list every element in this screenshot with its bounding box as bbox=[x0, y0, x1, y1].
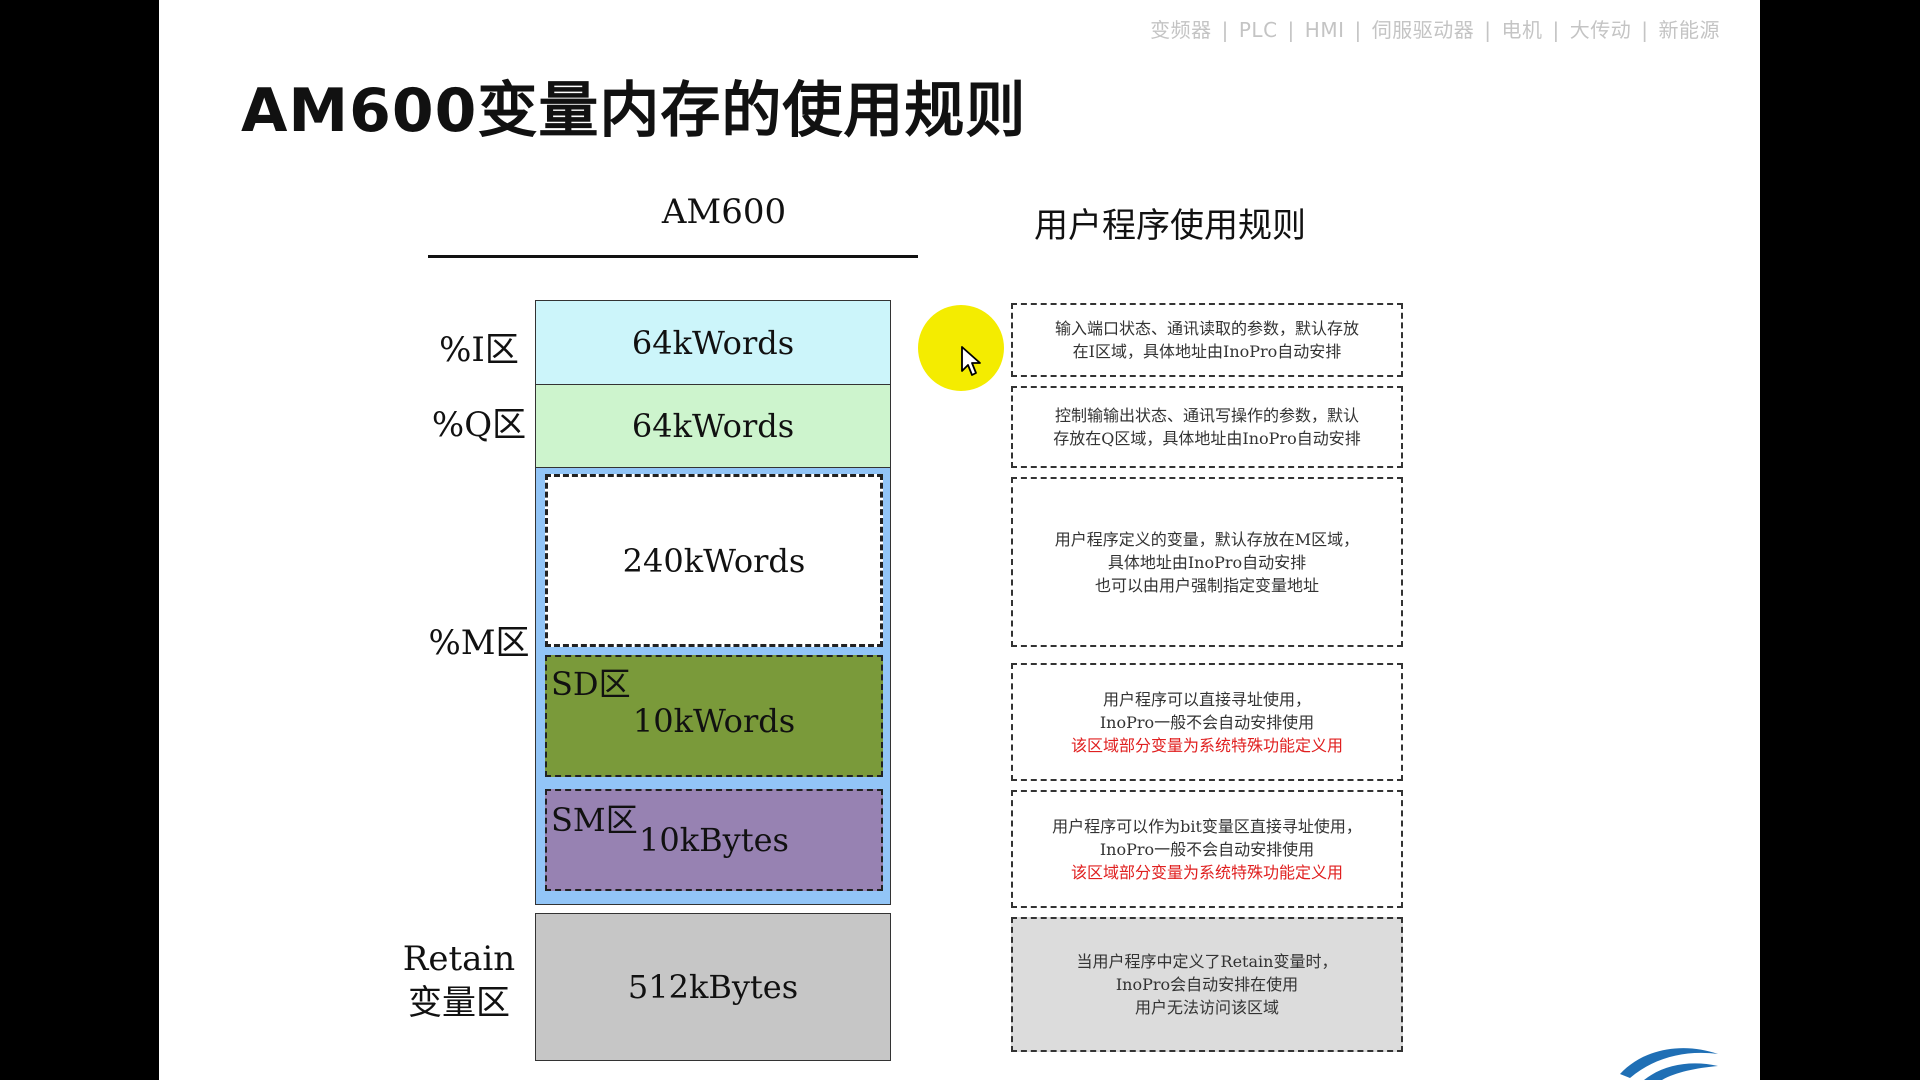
note-sm-line2: InoPro一般不会自动安排使用 bbox=[1099, 839, 1315, 859]
note-q: 控制输输出状态、通讯写操作的参数，默认 存放在Q区域，具体地址由InoPro自动… bbox=[1011, 386, 1403, 468]
zone-i-box: 64kWords bbox=[535, 300, 891, 386]
nav-separator: | bbox=[1221, 18, 1229, 42]
page-title: AM600变量内存的使用规则 bbox=[241, 76, 1027, 146]
zone-m-box: 240kWords bbox=[545, 474, 883, 647]
zone-retain-size: 512kBytes bbox=[627, 968, 799, 1006]
note-sm-line1: 用户程序可以作为bit变量区直接寻址使用， bbox=[1052, 816, 1362, 836]
note-i-line1: 输入端口状态、通讯读取的参数，默认存放 bbox=[1054, 319, 1359, 338]
nav-item-plc[interactable]: PLC bbox=[1238, 18, 1278, 42]
note-sd-line2: InoPro一般不会自动安排使用 bbox=[1099, 712, 1315, 732]
zone-sm-size: 10kBytes bbox=[639, 821, 789, 859]
note-m-line2: 具体地址由InoPro自动安排 bbox=[1107, 552, 1307, 572]
column-header-am600: AM600 bbox=[661, 192, 787, 232]
note-q-line1: 控制输输出状态、通讯写操作的参数，默认 bbox=[1054, 406, 1359, 425]
column-header-rules: 用户程序使用规则 bbox=[1034, 206, 1306, 246]
note-i-line2: 在I区域，具体地址由InoPro自动安排 bbox=[1072, 342, 1342, 361]
note-m-line3: 也可以由用户强制指定变量地址 bbox=[1094, 575, 1319, 595]
note-q-line2: 存放在Q区域，具体地址由InoPro自动安排 bbox=[1053, 429, 1361, 448]
note-retain-line3: 用户无法访问该区域 bbox=[1134, 998, 1279, 1017]
retain-label-line2: 变量区 bbox=[408, 983, 510, 1023]
zone-sd-size: 10kWords bbox=[632, 702, 796, 740]
zone-m-size: 240kWords bbox=[622, 541, 806, 580]
note-sm-line3-warning: 该区域部分变量为系统特殊功能定义用 bbox=[1070, 862, 1343, 882]
zone-sm-label: SM区 bbox=[551, 801, 638, 839]
note-m: 用户程序定义的变量，默认存放在M区域， 具体地址由InoPro自动安排 也可以由… bbox=[1011, 477, 1403, 647]
zone-sm-box: SM区 10kBytes bbox=[545, 789, 883, 891]
mouse-pointer-icon bbox=[961, 346, 981, 376]
note-sd-line1: 用户程序可以直接寻址使用， bbox=[1102, 689, 1311, 709]
nav-separator: | bbox=[1552, 18, 1560, 42]
note-retain-line2: InoPro会自动安排在使用 bbox=[1115, 975, 1299, 994]
zone-label-retain: Retain 变量区 bbox=[379, 937, 539, 1025]
header-underline bbox=[428, 255, 918, 258]
nav-separator: | bbox=[1287, 18, 1295, 42]
zone-label-m: %M区 bbox=[428, 623, 530, 663]
note-retain: 当用户程序中定义了Retain变量时， InoPro会自动安排在使用 用户无法访… bbox=[1011, 917, 1403, 1052]
zone-retain-box: 512kBytes bbox=[535, 913, 891, 1061]
note-retain-line1: 当用户程序中定义了Retain变量时， bbox=[1076, 952, 1338, 971]
nav-item-large-drive[interactable]: 大传动 bbox=[1569, 18, 1632, 42]
nav-item-servo[interactable]: 伺服驱动器 bbox=[1371, 18, 1475, 42]
cursor-highlight bbox=[918, 305, 1004, 391]
zone-sd-label: SD区 bbox=[551, 665, 631, 703]
nav-separator: | bbox=[1484, 18, 1492, 42]
zone-label-i: %I区 bbox=[439, 330, 519, 370]
company-logo-icon bbox=[1620, 1048, 1718, 1080]
zone-label-q: %Q区 bbox=[431, 405, 527, 445]
nav-separator: | bbox=[1641, 18, 1649, 42]
nav-separator: | bbox=[1354, 18, 1362, 42]
zone-q-size: 64kWords bbox=[631, 407, 795, 445]
note-i: 输入端口状态、通讯读取的参数，默认存放 在I区域，具体地址由InoPro自动安排 bbox=[1011, 303, 1403, 377]
nav-item-new-energy[interactable]: 新能源 bbox=[1658, 18, 1720, 42]
nav-item-hmi[interactable]: HMI bbox=[1304, 18, 1345, 42]
nav-item-motor[interactable]: 电机 bbox=[1501, 18, 1543, 42]
zone-i-size: 64kWords bbox=[631, 324, 795, 362]
nav-item-inverter[interactable]: 变频器 bbox=[1150, 18, 1212, 42]
note-sm: 用户程序可以作为bit变量区直接寻址使用， InoPro一般不会自动安排使用 该… bbox=[1011, 790, 1403, 908]
zone-q-box: 64kWords bbox=[535, 384, 891, 468]
zone-sd-box: SD区 10kWords bbox=[545, 655, 883, 777]
retain-label-line1: Retain bbox=[402, 939, 516, 979]
note-m-line1: 用户程序定义的变量，默认存放在M区域， bbox=[1054, 529, 1360, 549]
top-nav: 变频器 | PLC | HMI | 伺服驱动器 | 电机 | 大传动 | 新能源 bbox=[1150, 14, 1720, 43]
slide: 变频器 | PLC | HMI | 伺服驱动器 | 电机 | 大传动 | 新能源 AM600变量内存的使… bbox=[159, 0, 1760, 1080]
note-sd-line3-warning: 该区域部分变量为系统特殊功能定义用 bbox=[1070, 735, 1343, 755]
note-sd: 用户程序可以直接寻址使用， InoPro一般不会自动安排使用 该区域部分变量为系… bbox=[1011, 663, 1403, 781]
